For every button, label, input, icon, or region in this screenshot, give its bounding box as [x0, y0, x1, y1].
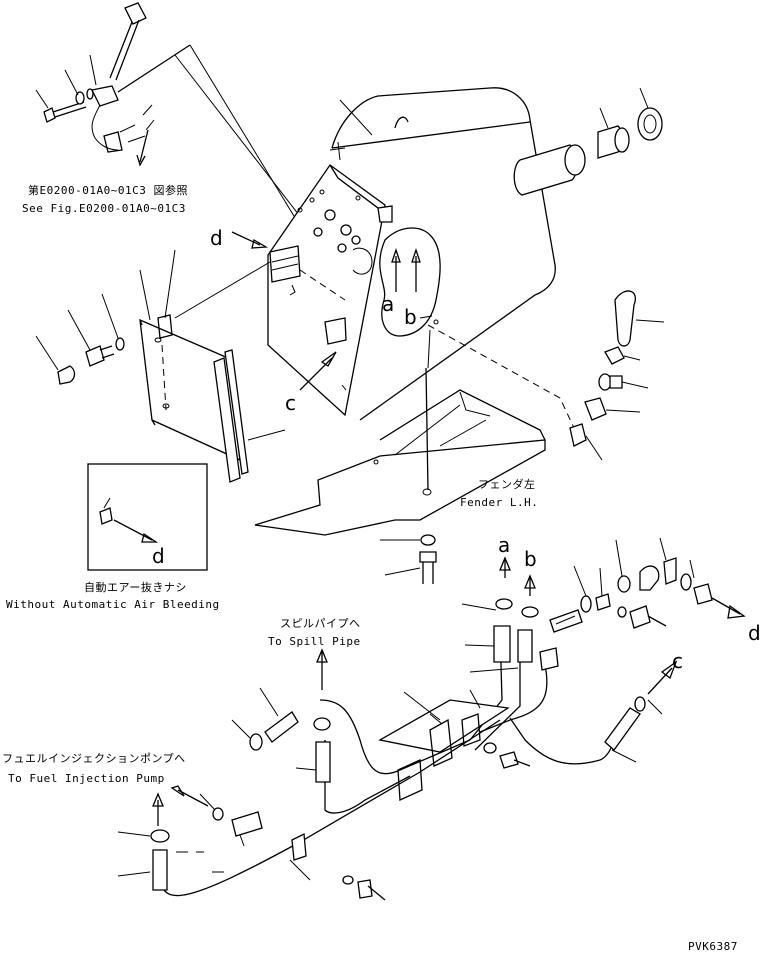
inset-box: d: [87, 463, 208, 571]
figure-reference: 第E0200-01A0~01C3 図参照 See Fig.E0200-01A0~…: [22, 183, 188, 215]
connection-letter-c-pipe: c: [672, 649, 683, 673]
connection-letter-a-pipe: a: [498, 533, 510, 557]
return-hose-fittings: [569, 290, 665, 461]
connection-letter-d-tank: d: [210, 226, 223, 250]
connection-letter-d-pipe: d: [748, 621, 761, 645]
figure-reference-en: See Fig.E0200-01A0~01C3: [22, 202, 186, 215]
fender-label-en: Fender L.H.: [460, 496, 538, 509]
connection-letter-c-tank: c: [285, 391, 296, 415]
drawing-number: PVK6387: [688, 940, 738, 953]
spill-pipe-label-jp: スピルパイプへ: [280, 617, 361, 630]
connection-letter-d-inset: d: [152, 544, 165, 568]
figure-reference-jp: 第E0200-01A0~01C3 図参照: [28, 183, 188, 197]
fender: [254, 324, 576, 536]
fuel-tank: [267, 87, 663, 421]
injection-pump-label-jp: フュエルインジェクションポンプへ: [2, 752, 186, 765]
connection-letter-b-pipe: b: [524, 547, 537, 571]
connection-letter-a-tank: a: [382, 292, 394, 316]
inset-caption-en: Without Automatic Air Bleeding: [6, 598, 220, 611]
inset-caption-jp: 自動エアー抜きナシ: [84, 580, 187, 594]
injection-pump-label-en: To Fuel Injection Pump: [8, 772, 165, 785]
connection-letter-b-tank: b: [404, 305, 417, 329]
mounting-bracket: [35, 249, 286, 483]
fuel-piping: [117, 537, 746, 901]
fender-label-jp: フェンダ左: [478, 477, 536, 491]
spill-pipe-label-en: To Spill Pipe: [268, 635, 361, 648]
priming-pump-assembly: [35, 2, 191, 167]
fender-bolt: [380, 534, 437, 584]
